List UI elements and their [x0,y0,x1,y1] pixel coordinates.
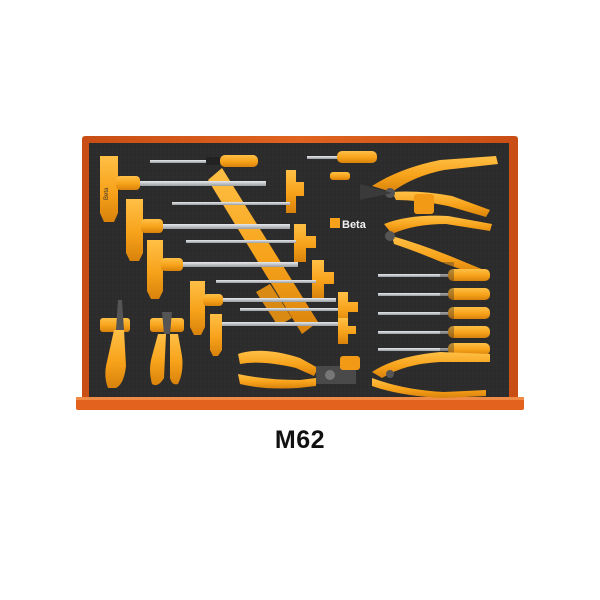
t-handle-hex-keys: Beta [100,156,340,356]
tray-front-lip [76,397,524,410]
circlip-pliers-bottom [372,352,490,398]
orange-cutout-strip [208,168,318,334]
brand-logo-text: Beta [342,219,367,231]
svg-text:Beta: Beta [104,187,110,200]
precision-screwdrivers-right [378,262,490,358]
circlip-pliers [360,156,498,276]
precision-screwdrivers-top [150,151,377,180]
t-handle-torx-keys [172,170,358,344]
combination-pliers [238,350,360,389]
brand-logo: Beta [330,218,367,231]
model-code: M62 [274,426,326,454]
needle-nose-pliers [100,300,184,388]
